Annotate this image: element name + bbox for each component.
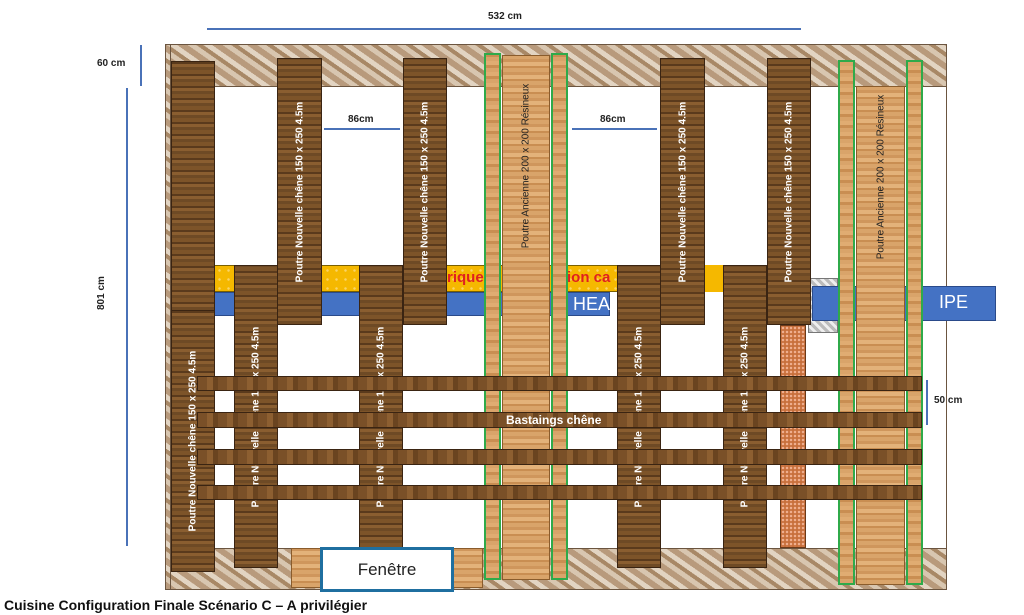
old-resin-beam: Poutre Ancienne 200 x 200 Résineux [502,55,550,580]
top-band-label: 60 cm [97,58,126,69]
reinforcement-strip [838,60,855,585]
top-band-arrow [140,45,142,86]
new-oak-beam: Poutre Nouvelle chêne 150 x 250 4.5m [277,58,322,325]
window-lintel-right [453,548,483,588]
gap-arrow-left [324,128,400,130]
new-oak-beam: Poutre Nouvelle chêne 150 x 250 4.5m [767,58,811,325]
gap-label-right: 86cm [600,114,626,125]
beam-label: Poutre Ancienne 200 x 200 Résineux [875,94,886,260]
beam-label: Poutre Nouvelle chêne 150 x 250 4.5m [419,101,431,282]
spacing-arrow [926,380,928,425]
brick-label: rique [447,269,484,286]
oak-plank: Bastaings chêne [197,412,922,428]
oak-plank [197,449,922,465]
window: Fenêtre [320,547,454,592]
height-label: 801 cm [96,276,107,310]
brick-label-2: ion ca [567,269,611,286]
old-resin-beam: Poutre Ancienne 200 x 200 Résineux [856,86,905,585]
reinforcement-strip [906,60,923,585]
planks-label: Bastaings chêne [506,413,602,427]
hea-label: HEA [573,294,611,314]
reinforcement-strip [484,53,501,580]
yellow-strip-right [705,265,725,292]
oak-plank [197,485,922,500]
insulation-strip [780,325,806,548]
new-oak-beam: Poutre Nouvelle chêne 150 x 250 4.5m [403,58,447,325]
spacing-label: 50 cm [934,395,963,406]
oak-plank [197,376,922,391]
width-label: 532 cm [488,11,522,22]
beam-label: Poutre Ancienne 200 x 200 Résineux [520,83,532,249]
beam-label: Poutre Nouvelle chêne 150 x 250 4.5m [783,101,795,282]
gap-label-left: 86cm [348,114,374,125]
window-lintel-left [291,548,321,588]
new-oak-beam-long: Poutre Nouvelle chêne 150 x 250 4.5m [171,310,215,572]
beam-label: Poutre Nouvelle chêne 150 x 250 4.5m [294,101,305,282]
reinforcement-strip [551,53,568,580]
width-arrow [207,28,801,30]
height-arrow [126,88,128,546]
caption: Cuisine Configuration Finale Scénario C … [4,597,368,613]
new-oak-beam [171,61,215,311]
new-oak-beam: Poutre Nouvelle chêne 150 x 250 4.5m [660,58,705,325]
beam-label: Poutre Nouvelle chêne 150 x 250 4.5m [677,101,688,282]
wall-left [165,44,171,590]
gap-arrow-right [572,128,657,130]
ipe-label: IPE [939,292,969,312]
